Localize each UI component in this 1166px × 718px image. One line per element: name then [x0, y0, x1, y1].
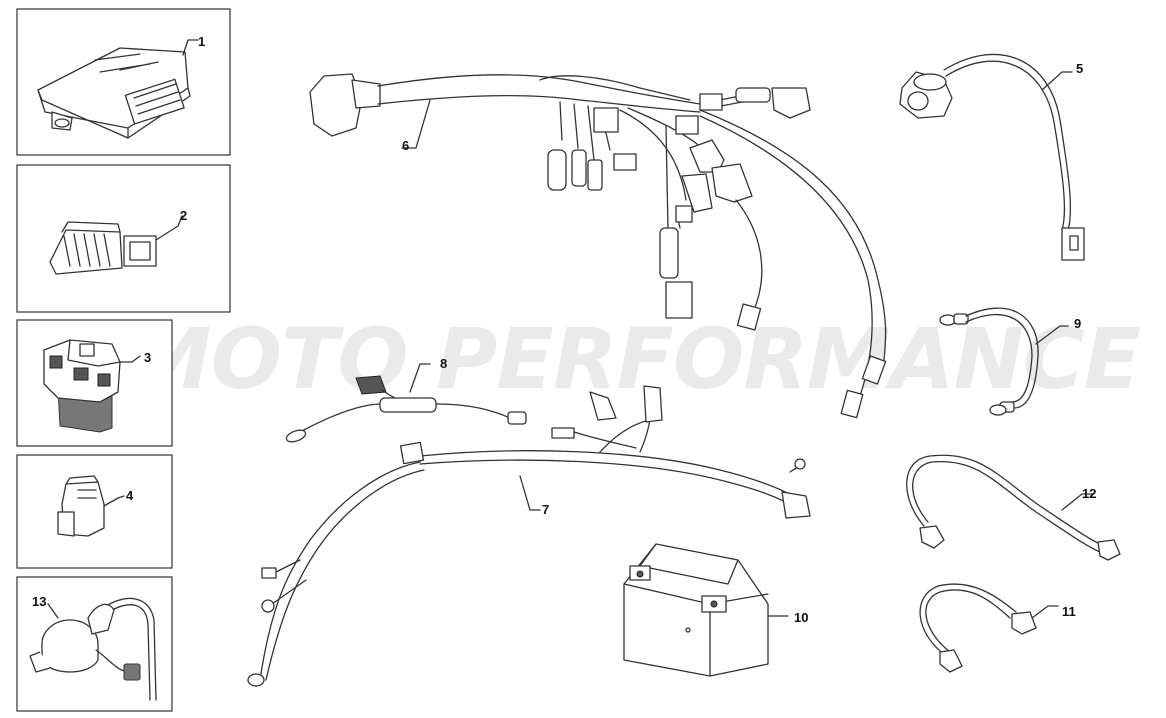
part-11-cable[interactable] — [919, 583, 1059, 673]
part-7-secondary-harness[interactable] — [247, 385, 811, 687]
callout-4: 4 — [126, 488, 134, 503]
part-4-connector[interactable] — [16, 454, 173, 569]
callout-8: 8 — [440, 356, 447, 371]
watermark: MOTO PERFORMANCE — [128, 310, 1141, 408]
callout-10: 10 — [794, 610, 808, 625]
part-9-ground-wire[interactable] — [939, 307, 1069, 416]
callout-7: 7 — [542, 502, 549, 517]
callout-1: 1 — [198, 34, 205, 49]
part-3-relay[interactable] — [16, 319, 173, 447]
callout-9: 9 — [1074, 316, 1081, 331]
callout-6: 6 — [402, 138, 409, 153]
callout-13: 13 — [32, 594, 46, 609]
callout-12: 12 — [1082, 486, 1096, 501]
callout-5: 5 — [1076, 61, 1083, 76]
callout-11: 11 — [1062, 604, 1076, 619]
part-8-fuse-holder[interactable] — [285, 363, 527, 444]
callout-2: 2 — [180, 208, 187, 223]
part-2-regulator[interactable] — [16, 164, 231, 313]
part-13-sensor[interactable] — [16, 576, 173, 712]
part-6-main-harness[interactable] — [309, 73, 887, 419]
part-10-battery[interactable] — [623, 543, 789, 677]
callout-3: 3 — [144, 350, 151, 365]
part-12-cable[interactable] — [906, 454, 1121, 561]
part-5-sensor-lead[interactable] — [899, 53, 1085, 261]
part-1-ecu[interactable] — [16, 8, 231, 156]
